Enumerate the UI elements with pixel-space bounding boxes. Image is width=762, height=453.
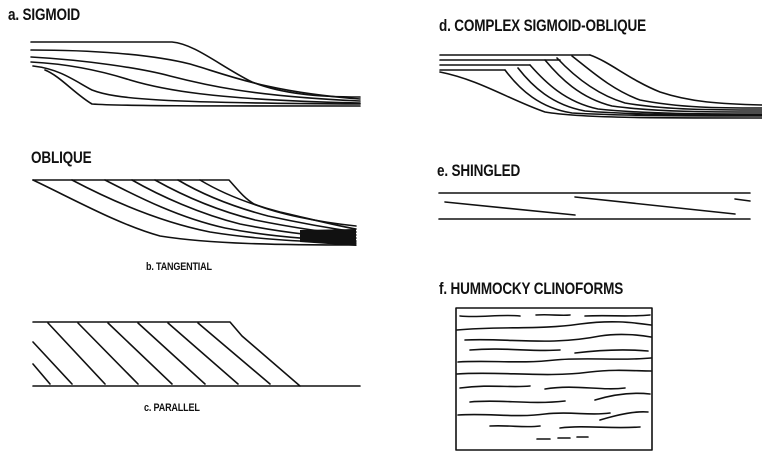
hummocky-line bbox=[545, 387, 625, 389]
complex-foreset bbox=[557, 58, 762, 110]
complex-sigmoid-oblique-diagram bbox=[440, 55, 762, 118]
hummocky-line bbox=[595, 393, 650, 400]
hummocky-line bbox=[458, 413, 610, 416]
parallel-foreset bbox=[108, 323, 172, 384]
oblique-toe-fill bbox=[300, 229, 356, 246]
parallel-foreset bbox=[168, 323, 238, 384]
hummocky-line bbox=[457, 322, 651, 330]
parallel-diagram bbox=[33, 322, 360, 386]
parallel-foreset bbox=[48, 323, 105, 384]
sigmoid-diagram bbox=[31, 42, 360, 106]
parallel-foreset bbox=[138, 323, 205, 384]
hummocky-line bbox=[470, 349, 560, 350]
hummocky-line bbox=[460, 386, 530, 388]
hummocky-line bbox=[575, 350, 648, 353]
oblique-tangential-diagram bbox=[33, 180, 356, 246]
hummocky-clinoforms-diagram bbox=[456, 308, 652, 450]
hummocky-line bbox=[457, 370, 651, 374]
shingled-lens bbox=[445, 202, 575, 215]
hummocky-frame bbox=[456, 308, 652, 450]
complex-foreset bbox=[572, 56, 762, 108]
shingled-lens bbox=[735, 199, 750, 201]
parallel-foreset bbox=[33, 364, 50, 384]
parallel-foreset bbox=[198, 323, 270, 384]
hummocky-line bbox=[465, 334, 651, 341]
shingled-lens bbox=[575, 197, 735, 214]
sigmoid-base-line bbox=[45, 70, 360, 106]
parallel-foreset bbox=[78, 323, 138, 384]
complex-outer-line bbox=[590, 55, 762, 105]
parallel-foreset bbox=[33, 342, 72, 384]
shingled-diagram bbox=[439, 193, 750, 219]
hummocky-line bbox=[490, 426, 540, 427]
hummocky-line bbox=[470, 401, 565, 402]
hummocky-line bbox=[460, 315, 520, 316]
hummocky-line bbox=[585, 315, 650, 316]
sigmoid-line bbox=[31, 50, 360, 99]
oblique-foreset bbox=[200, 180, 356, 229]
hummocky-line bbox=[560, 427, 640, 428]
hummocky-line bbox=[458, 358, 651, 362]
hummocky-line bbox=[536, 315, 570, 316]
